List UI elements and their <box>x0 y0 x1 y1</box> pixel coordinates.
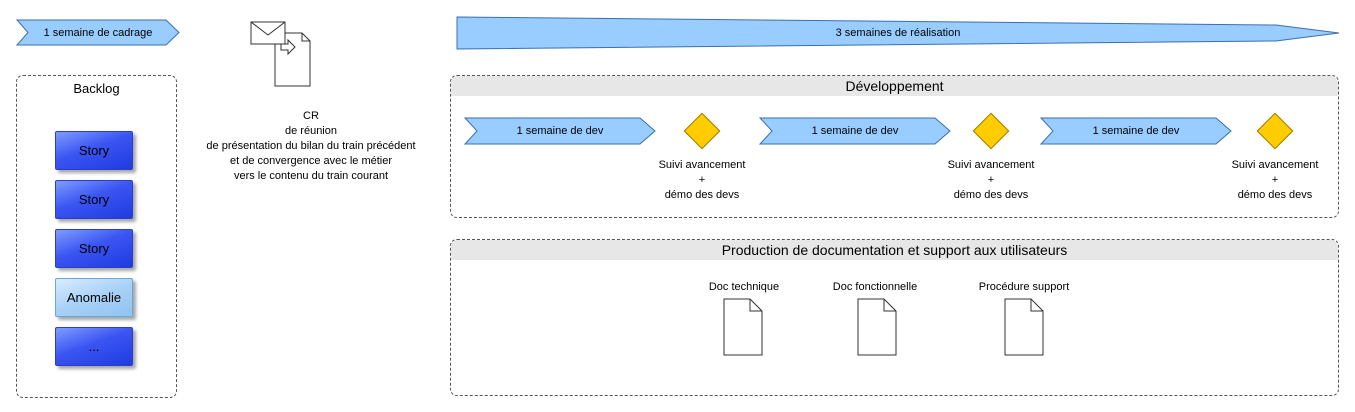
mail-document-icon <box>250 20 312 88</box>
sprint-arrow: 1 semaine de dev <box>464 117 656 145</box>
milestone-line: Suivi avancement <box>947 159 1035 171</box>
milestone-caption: Suivi avancement + démo des devs <box>1215 158 1335 203</box>
milestone-line: + <box>987 174 995 186</box>
developpement-title: Développement <box>451 76 1338 96</box>
milestone-line: Suivi avancement <box>1231 159 1319 171</box>
cr-caption: CR de réunion de présentation du bilan d… <box>190 109 432 184</box>
anomalie-card[interactable]: Anomalie <box>55 278 133 317</box>
documentation-title: Production de documentation et support a… <box>451 240 1338 260</box>
cr-line: de présentation du bilan du train précéd… <box>206 140 416 152</box>
cr-line: de réunion <box>285 125 337 137</box>
cr-line: CR <box>303 110 319 122</box>
milestone-line: Suivi avancement <box>658 159 746 171</box>
backlog-title: Backlog <box>73 81 120 96</box>
cadrage-arrow: 1 semaine de cadrage <box>16 19 180 46</box>
cr-line: et de convergence avec le métier <box>229 155 393 167</box>
document-icon[interactable] <box>1004 298 1044 356</box>
sprint-label: 1 semaine de dev <box>811 125 899 137</box>
doc-technique-label: Doc technique <box>708 281 780 293</box>
cadrage-label: 1 semaine de cadrage <box>43 26 153 39</box>
milestone-caption: Suivi avancement + démo des devs <box>931 158 1051 203</box>
procedure-support-label: Procédure support <box>978 281 1070 293</box>
more-card[interactable]: ... <box>55 327 133 366</box>
story-card[interactable]: Story <box>55 131 133 170</box>
milestone-line: démo des devs <box>1237 189 1313 201</box>
sprint-arrow: 1 semaine de dev <box>1040 117 1232 145</box>
document-icon[interactable] <box>723 298 763 356</box>
milestone-line: + <box>698 174 706 186</box>
milestone-line: démo des devs <box>953 189 1029 201</box>
sprint-arrow: 1 semaine de dev <box>759 117 951 145</box>
milestone-line: + <box>1271 174 1279 186</box>
sprint-label: 1 semaine de dev <box>516 125 604 137</box>
doc-fonctionnelle-label: Doc fonctionnelle <box>832 281 918 293</box>
cr-line: vers le contenu du train courant <box>233 170 389 182</box>
realisation-arrow: 3 semaines de réalisation <box>456 16 1340 50</box>
milestone-line: démo des devs <box>664 189 740 201</box>
documentation-panel: Production de documentation et support a… <box>450 239 1339 396</box>
story-card[interactable]: Story <box>55 229 133 268</box>
backlog-panel: Backlog Story Story Story Anomalie ... <box>16 75 177 398</box>
developpement-panel: Développement <box>450 75 1339 218</box>
sprint-label: 1 semaine de dev <box>1092 125 1180 137</box>
story-card[interactable]: Story <box>55 180 133 219</box>
realisation-label: 3 semaines de réalisation <box>835 27 961 39</box>
document-icon[interactable] <box>857 298 897 356</box>
milestone-caption: Suivi avancement + démo des devs <box>642 158 762 203</box>
